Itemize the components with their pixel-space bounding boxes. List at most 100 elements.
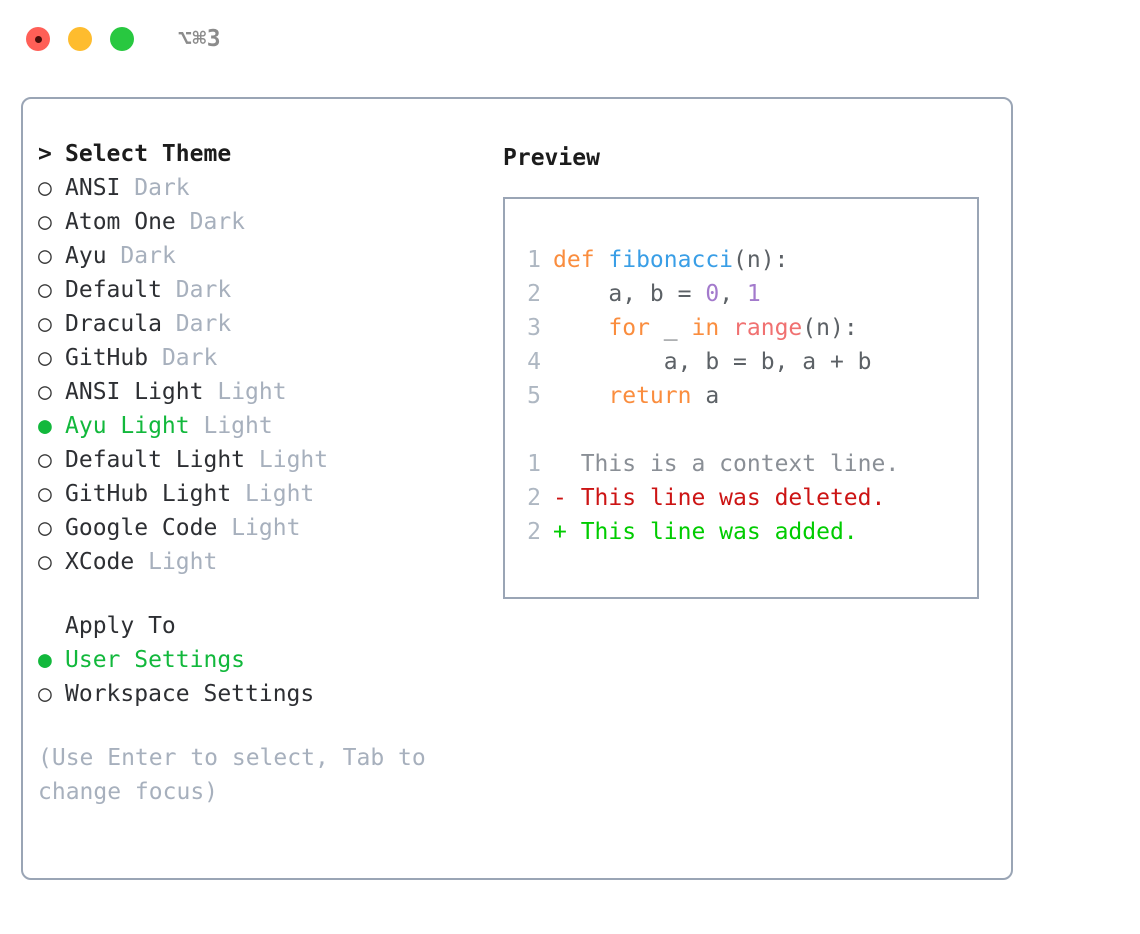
label-spacer	[245, 447, 259, 473]
radio-unselected-icon[interactable]: ○	[38, 515, 52, 541]
theme-kind-badge: Light	[217, 379, 287, 405]
radio-unselected-icon[interactable]: ○	[38, 481, 52, 507]
code-line: 3 for _ in range(n):	[519, 311, 977, 345]
code-token-var	[553, 383, 608, 409]
theme-name-label: Google Code	[65, 515, 218, 541]
window-controls	[26, 27, 134, 51]
title-bar: ⌥⌘3	[0, 0, 1140, 78]
diff-line-number: 2	[527, 519, 541, 545]
theme-kind-badge: Dark	[120, 243, 176, 269]
minimize-window-icon[interactable]	[68, 27, 92, 51]
apply-to-marker-placeholder	[38, 615, 65, 638]
line-number: 3	[527, 315, 541, 341]
theme-list-item[interactable]: ○ Atom One Dark	[38, 209, 478, 243]
radio-unselected-icon[interactable]: ○	[38, 447, 52, 473]
radio-unselected-icon[interactable]: ○	[38, 345, 52, 371]
maximize-window-icon[interactable]	[110, 27, 134, 51]
code-token-kw: for	[608, 315, 650, 341]
close-window-icon[interactable]	[26, 27, 50, 51]
label-spacer	[134, 549, 148, 575]
theme-name-label: Atom One	[65, 209, 176, 235]
code-token-var: a, b = b, a + b	[553, 349, 872, 375]
theme-name-label: Default	[65, 277, 162, 303]
label-spacer	[217, 515, 231, 541]
theme-list-item[interactable]: ○XCode Light	[38, 549, 478, 583]
keyboard-shortcut-label: ⌥⌘3	[178, 26, 222, 52]
theme-kind-badge: Dark	[161, 345, 218, 371]
code-token-punct: (n):	[802, 315, 858, 341]
theme-name-label: Ayu	[65, 243, 107, 269]
theme-list: ○ANSI Dark○Atom One Dark○Ayu Dark○Defaul…	[38, 175, 478, 583]
apply-to-item[interactable]: ○ Workspace Settings	[38, 681, 478, 715]
radio-unselected-icon[interactable]: ○	[38, 681, 52, 707]
theme-name-label: GitHub	[65, 345, 149, 371]
radio-unselected-icon[interactable]: ○	[38, 209, 52, 235]
select-theme-heading: >Select Theme	[38, 141, 478, 175]
code-token-var: a	[691, 383, 720, 409]
section-spacer	[38, 583, 478, 613]
theme-name-label: XCode	[65, 549, 135, 575]
code-diff-spacer	[519, 413, 977, 447]
diff-line: 2- This line was deleted.	[519, 481, 977, 515]
code-token-num: 0	[705, 281, 720, 307]
theme-list-item[interactable]: ○Default Light Light	[38, 447, 478, 481]
radio-unselected-icon[interactable]: ○	[38, 379, 52, 405]
label-spacer	[176, 209, 190, 235]
theme-list-item[interactable]: ○ANSI Dark	[38, 175, 478, 209]
apply-to-item-label: User Settings	[65, 647, 246, 673]
theme-list-item[interactable]: ○GitHub Light Light	[38, 481, 478, 515]
code-token-var	[553, 315, 608, 341]
theme-kind-badge: Dark	[175, 277, 232, 303]
main-panel: >Select Theme ○ANSI Dark○Atom One Dark○A…	[21, 97, 1013, 880]
theme-list-item[interactable]: ○ ANSI Light Light	[38, 379, 478, 413]
radio-selected-icon[interactable]: ●	[38, 647, 52, 673]
apply-to-item-label: Workspace Settings	[65, 681, 315, 707]
label-spacer	[190, 413, 204, 439]
radio-unselected-icon[interactable]: ○	[38, 277, 52, 303]
preview-title: Preview	[503, 145, 600, 171]
apply-to-item[interactable]: ● User Settings	[38, 647, 478, 681]
theme-kind-badge: Dark	[134, 175, 190, 201]
radio-unselected-icon[interactable]: ○	[38, 549, 52, 575]
theme-list-item[interactable]: ○Dracula Dark	[38, 311, 478, 345]
theme-kind-badge: Light	[231, 515, 301, 541]
theme-name-label: Default Light	[65, 447, 246, 473]
code-token-kw: return	[608, 383, 692, 409]
theme-kind-badge: Dark	[175, 311, 232, 337]
radio-selected-icon[interactable]: ●	[38, 413, 52, 439]
radio-unselected-icon[interactable]: ○	[38, 311, 52, 337]
diff-marker	[553, 451, 567, 477]
theme-list-item[interactable]: ○ GitHub Dark	[38, 345, 478, 379]
theme-name-label: Ayu Light	[65, 413, 190, 439]
theme-list-item[interactable]: ○ Google Code Light	[38, 515, 478, 549]
line-number: 4	[527, 349, 541, 375]
theme-list-item[interactable]: ○ Default Dark	[38, 277, 478, 311]
apply-to-list: ● User Settings ○ Workspace Settings	[38, 647, 478, 715]
label-spacer	[162, 311, 176, 337]
radio-unselected-icon[interactable]: ○	[38, 243, 52, 269]
label-spacer	[107, 243, 121, 269]
diff-line: 1 This is a context line.	[519, 447, 977, 481]
code-token-builtin: range	[733, 315, 803, 341]
line-number: 1	[527, 247, 541, 273]
theme-name-label: ANSI Light	[65, 379, 204, 405]
code-line: 4 a, b = b, a + b	[519, 345, 977, 379]
theme-list-item[interactable]: ●Ayu Light Light	[38, 413, 478, 447]
theme-kind-badge: Light	[245, 481, 315, 507]
code-token-kw: def	[553, 247, 609, 273]
code-token-fn: fibonacci	[608, 247, 734, 273]
theme-list-item[interactable]: ○ Ayu Dark	[38, 243, 478, 277]
theme-kind-badge: Dark	[189, 209, 246, 235]
code-token-punct: (n):	[733, 247, 789, 273]
label-spacer	[148, 345, 162, 371]
select-theme-label: Select Theme	[65, 141, 232, 167]
label-spacer	[162, 277, 176, 303]
radio-unselected-icon[interactable]: ○	[38, 175, 52, 201]
code-token-kw: in	[691, 315, 720, 341]
code-token-var	[719, 315, 733, 341]
diff-marker: -	[553, 485, 567, 511]
code-line: 2 a, b = 0, 1	[519, 277, 977, 311]
